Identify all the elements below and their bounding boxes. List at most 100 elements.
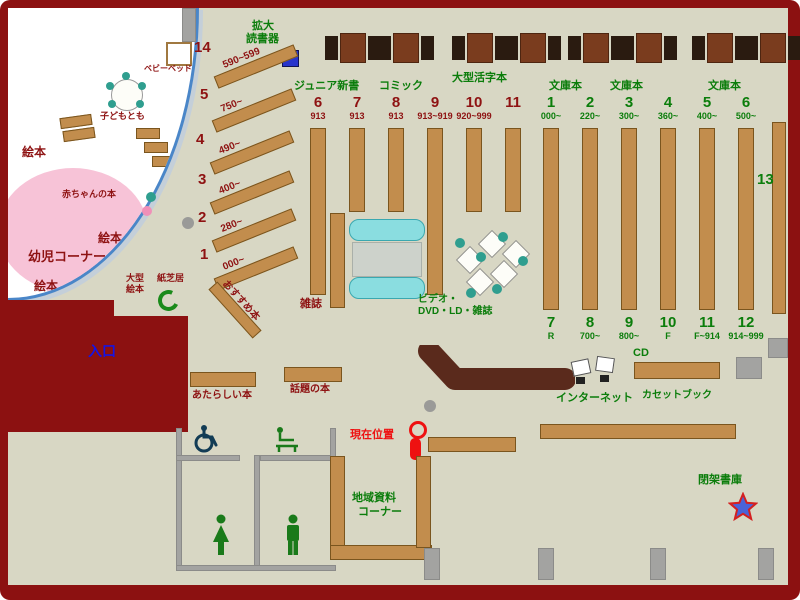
baby-change-icon xyxy=(276,427,298,452)
chair xyxy=(495,36,508,60)
closed-stacks-label: 閉架書庫 xyxy=(698,474,742,486)
cassette-book-label: カセットブック xyxy=(642,390,712,401)
wall-segment xyxy=(736,357,762,379)
computer-monitor xyxy=(595,355,615,374)
chair-dot xyxy=(518,256,528,266)
magnifier-reader-label: 読書器 xyxy=(246,33,279,45)
chair-dot xyxy=(136,100,144,108)
topical-books-label: 話題の本 xyxy=(290,384,330,395)
local-materials-label: コーナー xyxy=(358,506,402,518)
new-books-label: あたらしい本 xyxy=(192,390,252,401)
table xyxy=(393,33,419,63)
shelf-number: 3 xyxy=(198,171,207,188)
picture-books-label: 絵本 xyxy=(98,231,123,245)
baby-bed xyxy=(166,42,192,66)
table xyxy=(583,33,609,63)
chair-dot xyxy=(455,238,465,248)
chair-dot xyxy=(106,82,114,90)
wall-segment xyxy=(330,428,336,458)
service-counter xyxy=(418,345,575,390)
chair-dot xyxy=(476,252,486,262)
reading-table-unit xyxy=(568,33,624,63)
reading-table-unit xyxy=(325,33,381,63)
current-location-label: 現在位置 xyxy=(350,429,394,441)
bookshelf xyxy=(660,128,676,310)
bookshelf xyxy=(349,128,365,212)
wall-segment xyxy=(176,428,182,570)
bookshelf xyxy=(699,128,715,310)
magazine-floor-panel xyxy=(352,242,422,277)
category-bunko: 文庫本 xyxy=(708,80,741,92)
chair xyxy=(325,36,338,60)
table xyxy=(520,33,546,63)
large-picture-books-label: 絵本 xyxy=(126,284,145,294)
wall-segment xyxy=(176,565,336,571)
curved-bench xyxy=(349,277,425,299)
chair xyxy=(621,36,634,60)
reading-table-unit xyxy=(505,33,561,63)
wall-segment xyxy=(176,455,240,461)
entrance-area xyxy=(110,316,188,432)
chair xyxy=(745,36,758,60)
chair xyxy=(735,36,748,60)
chair xyxy=(611,36,624,60)
shelf-number-group: 11 xyxy=(505,94,521,111)
chair xyxy=(421,36,434,60)
bookshelf xyxy=(388,128,404,212)
local-materials-shelf xyxy=(416,456,431,548)
chair xyxy=(505,36,518,60)
baby-bed-label: ベビーベッド xyxy=(144,64,192,73)
chair xyxy=(692,36,705,60)
bookshelf xyxy=(466,128,482,212)
chair-dot xyxy=(122,72,130,80)
table xyxy=(467,33,493,63)
shelf-number: 2 xyxy=(198,209,207,226)
kamishibai-label: 紙芝居 xyxy=(157,273,185,283)
closed-stacks-star-icon xyxy=(728,492,758,522)
female-toilet-icon xyxy=(213,514,229,555)
children-corner-area: ベビーベッド 子どもとも 赤ちゃんの本 幼児コーナー 絵本 絵本 絵本 xyxy=(8,8,199,301)
chair-dot xyxy=(138,82,146,90)
chair-dot xyxy=(492,284,502,294)
bookshelf xyxy=(738,128,754,310)
kids-step-shelf xyxy=(136,128,160,139)
chair xyxy=(664,36,677,60)
shelf-number: 13 xyxy=(757,171,774,188)
magazine-shelf xyxy=(330,213,345,308)
reading-table-unit xyxy=(692,33,748,63)
wheelchair-icon xyxy=(194,425,218,453)
chair xyxy=(452,36,465,60)
bookshelf-horizontal xyxy=(428,437,516,452)
shelf-number: 1 xyxy=(200,246,209,263)
reading-table-unit xyxy=(745,33,800,63)
kids-bench xyxy=(62,126,96,143)
category-bunko: 文庫本 xyxy=(549,80,582,92)
large-picture-books-label: 大型 xyxy=(126,273,145,283)
infant-area-pink-carpet xyxy=(30,210,150,298)
category-junior-shinsho: ジュニア新書 xyxy=(294,80,360,92)
shelf-number: 5 xyxy=(200,86,209,103)
chair-dot xyxy=(466,288,476,298)
reading-table-unit xyxy=(621,33,677,63)
chair xyxy=(368,36,381,60)
wall-segment xyxy=(254,455,260,568)
bookshelf xyxy=(310,128,326,295)
picture-books-label: 絵本 xyxy=(22,145,47,159)
picture-books-label: 絵本 xyxy=(34,279,59,293)
table xyxy=(760,33,786,63)
table xyxy=(636,33,662,63)
cassette-book-shelf xyxy=(634,362,720,379)
topical-books-shelf xyxy=(284,367,342,382)
baby-books-label: 赤ちゃんの本 xyxy=(62,189,117,199)
magazine-label: 雑誌 xyxy=(300,298,322,310)
